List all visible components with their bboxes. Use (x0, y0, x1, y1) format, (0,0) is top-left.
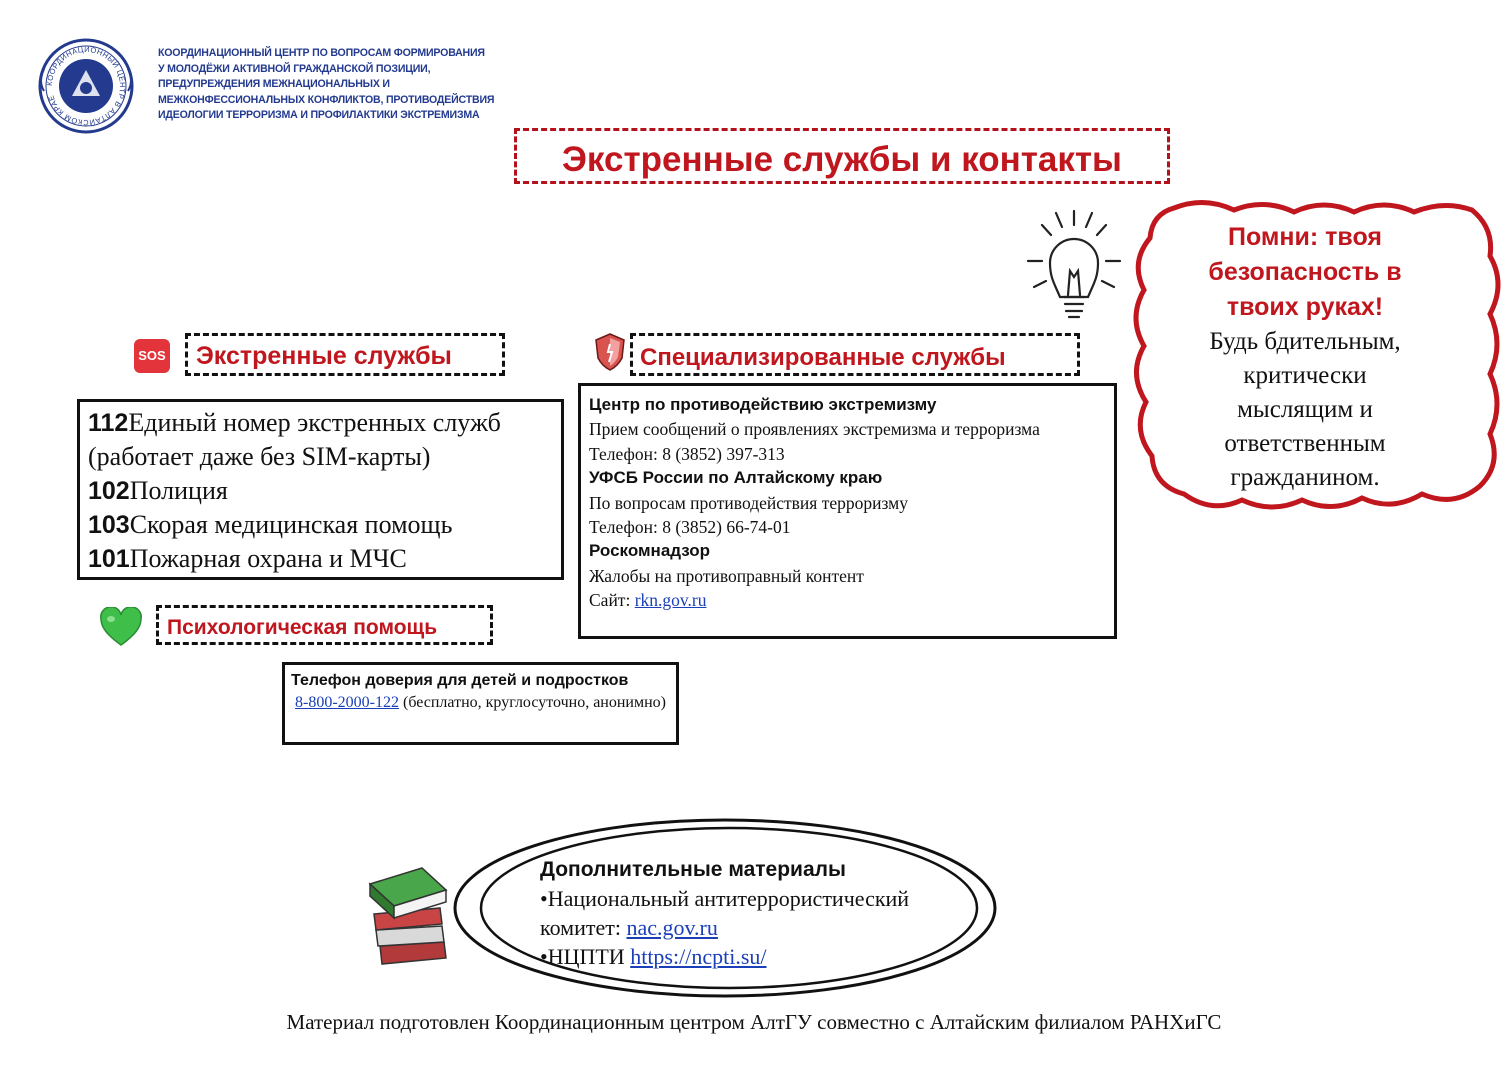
callout-body-line: критически (1243, 362, 1367, 389)
callout-body-line: Будь бдительным, (1209, 328, 1401, 355)
emergency-heading: Экстренные службы (185, 333, 505, 376)
additional-materials: Дополнительные материалы •Национальный а… (540, 855, 980, 971)
service-description: По вопросам противодействия терроризму (589, 492, 908, 513)
callout-cloud (1133, 200, 1501, 510)
callout-message: Помни: твоя безопасность в твоих руках! … (1180, 220, 1430, 495)
ncpti-link[interactable]: https://ncpti.su/ (630, 944, 767, 969)
service-description: Прием сообщений о проявлениях экстремизм… (589, 419, 1040, 440)
service-phone: Телефон: 8 (3852) 66-74-01 (589, 517, 791, 538)
sos-icon: SOS (134, 339, 170, 373)
sos-label: SOS (138, 348, 166, 363)
callout-heading-line: безопасность в (1208, 258, 1402, 286)
callout-body-line: мыслящим и (1237, 396, 1373, 423)
specialized-heading: Специализированные службы (630, 333, 1080, 376)
service-title: Роскомнадзор (589, 541, 711, 561)
emergency-number: 101 (88, 545, 130, 573)
green-heart-icon (100, 607, 142, 646)
callout-heading-line: Помни: твоя (1228, 223, 1382, 251)
service-site: Сайт: rkn.gov.ru (589, 590, 707, 611)
psych-phone-line: 8-800-2000-122 (бесплатно, круглосуточно… (295, 694, 666, 711)
specialized-list: Центр по противодействию экстремизму При… (578, 383, 1117, 639)
service-phone: Телефон: 8 (3852) 397-313 (589, 443, 785, 464)
emergency-number: 103 (88, 511, 130, 539)
footer-credit: Материал подготовлен Координационным цен… (286, 1010, 1222, 1034)
psych-box-title: Телефон доверия для детей и подростков (291, 672, 629, 689)
service-title: Центр по противодействию экстремизму (589, 395, 937, 414)
emergency-number: 112 (88, 409, 129, 437)
materials-ellipse (453, 818, 997, 998)
service-description: Жалобы на противоправный контент (589, 565, 864, 586)
materials-title: Дополнительные материалы (540, 858, 846, 881)
list-item: 101Пожарная охрана и МЧС (88, 544, 407, 573)
books-icon (368, 867, 448, 965)
emergency-number: 102 (88, 477, 130, 505)
list-item: (работает даже без SIM-карты) (88, 442, 431, 471)
materials-item: •НЦПТИ https://ncpti.su/ (540, 944, 767, 969)
materials-item: •Национальный антитеррористический комит… (540, 886, 910, 940)
callout-body-line: ответственным (1224, 430, 1386, 457)
nac-link[interactable]: nac.gov.ru (626, 915, 718, 940)
org-logo: КООРДИНАЦИОННЫЙ ЦЕНТР В АЛТАЙСКОМ КРАЕ (38, 38, 134, 134)
service-title: УФСБ России по Алтайскому краю (589, 468, 883, 488)
psych-contact: Телефон доверия для детей и подростков 8… (282, 662, 679, 745)
list-item: 103Скорая медицинская помощь (88, 510, 453, 539)
page-title: Экстренные службы и контакты (514, 128, 1170, 184)
list-item: 102Полиция (88, 476, 228, 505)
callout-heading-line: твоих руках! (1226, 293, 1384, 321)
rkn-link[interactable]: rkn.gov.ru (634, 590, 707, 611)
lightbulb-icon (1026, 209, 1122, 319)
trust-phone-link[interactable]: 8-800-2000-122 (295, 694, 399, 711)
org-name: КООРДИНАЦИОННЫЙ ЦЕНТР ПО ВОПРОСАМ ФОРМИР… (158, 47, 495, 122)
psych-heading: Психологическая помощь (156, 605, 493, 645)
shield-icon (595, 333, 625, 371)
emergency-list: 112Единый номер экстренных служб (работа… (77, 399, 564, 580)
list-item: 112Единый номер экстренных служб (88, 408, 501, 437)
callout-body-line: гражданином. (1230, 464, 1380, 491)
